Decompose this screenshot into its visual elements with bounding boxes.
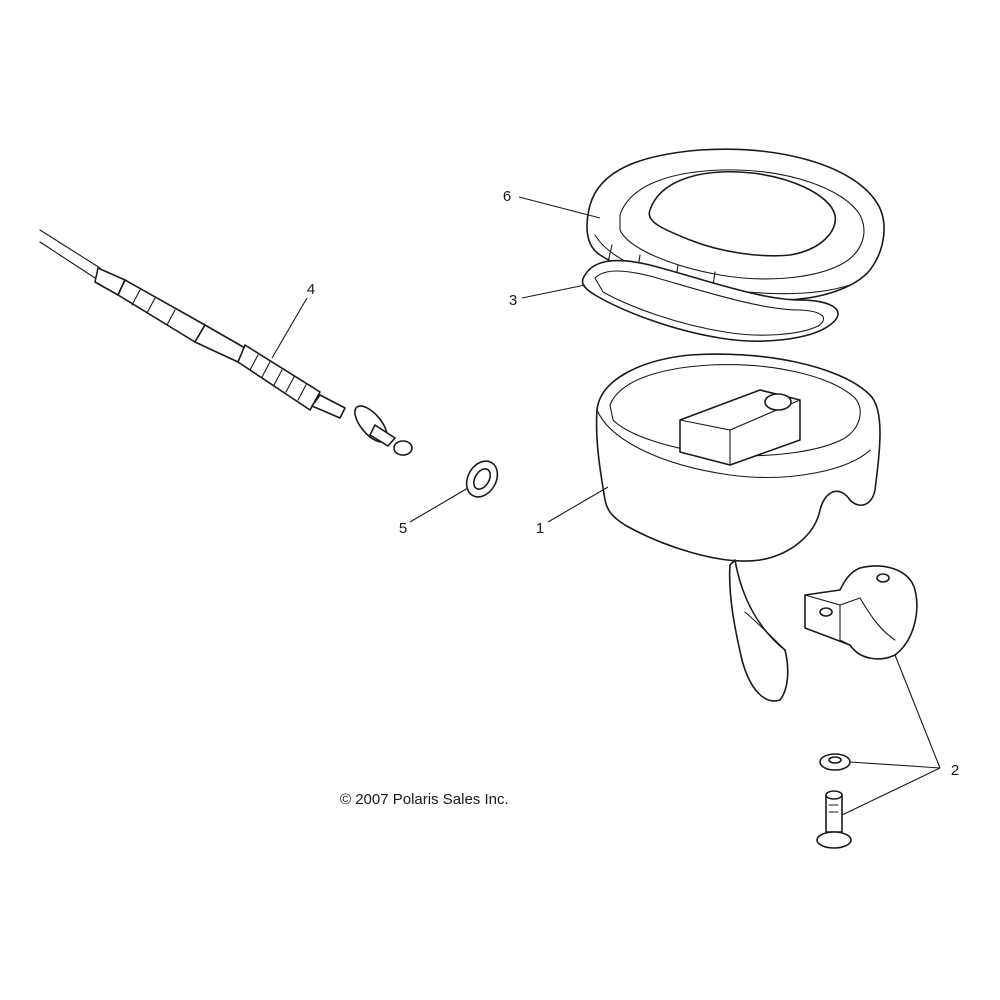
lock-washer-part-2	[819, 753, 851, 771]
callout-6: 6	[503, 188, 511, 205]
leader-line-5	[409, 487, 469, 523]
callout-5: 5	[399, 520, 407, 537]
leader-lines	[271, 196, 941, 816]
leader-line-3	[521, 284, 586, 299]
copyright-notice: © 2007 Polaris Sales Inc.	[340, 791, 509, 808]
gasket-part-3	[581, 259, 839, 342]
callout-3: 3	[509, 292, 517, 309]
washer-part-5	[465, 460, 499, 498]
callout-1: 1	[536, 520, 544, 537]
leader-line-2b	[849, 761, 941, 769]
leader-line-2a	[894, 654, 941, 769]
leader-line-6	[518, 196, 601, 219]
bolt-part-2	[816, 790, 852, 849]
callout-2: 2	[951, 762, 959, 779]
callout-4: 4	[307, 281, 315, 298]
cover-part-6	[586, 148, 885, 301]
housing-part-1	[595, 353, 881, 702]
leader-line-1	[547, 486, 609, 523]
leader-line-2c	[841, 767, 941, 816]
leader-line-4	[271, 297, 308, 359]
cable-part-4	[39, 229, 413, 456]
clamp-part-2	[804, 565, 918, 660]
